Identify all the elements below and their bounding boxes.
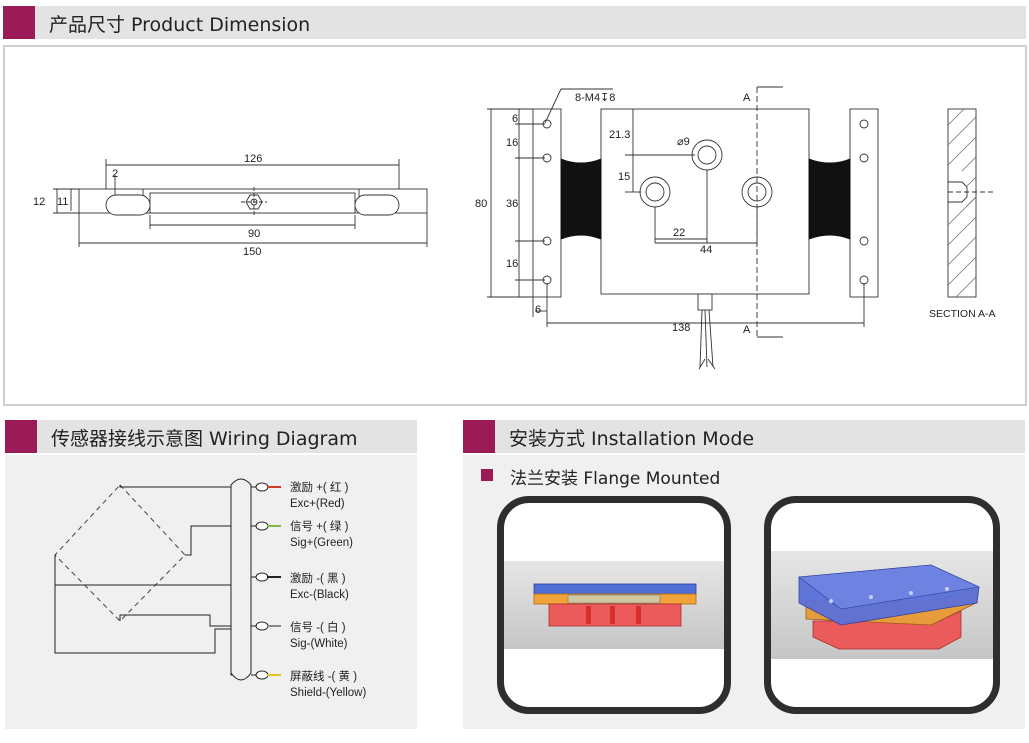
- flange-mount-front-view: [504, 561, 724, 649]
- section-label: SECTION A-A: [929, 308, 996, 320]
- wire-label-cn: 激励 -( 黑 ): [290, 571, 346, 585]
- thread-label: 8-M4↧8: [575, 92, 615, 104]
- header-accent-tab: [3, 6, 35, 39]
- wire-label-en: Exc-(Black): [290, 589, 349, 601]
- section-title: 传感器接线示意图 Wiring Diagram: [51, 428, 358, 450]
- dim-36: 36: [506, 198, 518, 210]
- section-header-install: 安装方式 Installation Mode: [463, 420, 1025, 453]
- install-subtitle-text: 法兰安装 Flange Mounted: [510, 469, 721, 489]
- install-image-card-front: [497, 496, 731, 714]
- section-header-dimension: 产品尺寸 Product Dimension: [3, 6, 1026, 39]
- dim-16-top: 16: [506, 137, 518, 149]
- wire-terminal-icon: [255, 482, 281, 492]
- dim-138: 138: [672, 322, 690, 334]
- wire-label-cn: 激励 +( 红 ): [290, 480, 349, 494]
- wiring-diagram-panel: 激励 +( 红 ) Exc+(Red) 信号 +( 绿 ) Sig+(Green…: [5, 455, 417, 729]
- header-accent-tab: [463, 420, 495, 453]
- dim-12: 12: [33, 196, 45, 208]
- section-mark-top: A: [743, 92, 751, 104]
- dim-phi9: ⌀9: [677, 136, 690, 148]
- dim-126: 126: [244, 153, 262, 165]
- dim-2: 2: [112, 168, 118, 180]
- wire-label-en: Shield-(Yellow): [290, 687, 366, 699]
- wiring-diagram: 激励 +( 红 ) Exc+(Red) 信号 +( 绿 ) Sig+(Green…: [54, 478, 366, 699]
- section-title: 安装方式 Installation Mode: [509, 428, 755, 450]
- wire-label-en: Exc+(Red): [290, 498, 345, 510]
- dim-15: 15: [618, 171, 630, 183]
- dim-6-bottom: 6: [535, 304, 541, 316]
- wire-label-cn: 屏蔽线 -( 黄 ): [290, 669, 357, 683]
- wire-terminals: [255, 482, 281, 680]
- dim-80: 80: [475, 198, 487, 210]
- dimension-drawing-panel: 126 2 12 11 90 150 8-M4↧8 6 16 80 36 16 …: [3, 45, 1027, 406]
- install-image-card-iso: [764, 496, 1000, 714]
- dim-21-3: 21.3: [609, 129, 630, 141]
- wire-label-en: Sig+(Green): [290, 537, 353, 549]
- dim-16-bottom: 16: [506, 258, 518, 270]
- section-header-wiring: 传感器接线示意图 Wiring Diagram: [5, 420, 417, 453]
- wire-terminal-icon: [255, 521, 281, 531]
- dim-150: 150: [243, 246, 261, 258]
- section-title: 产品尺寸 Product Dimension: [49, 14, 311, 36]
- dim-44: 44: [700, 244, 712, 256]
- wire-label-cn: 信号 -( 白 ): [290, 620, 346, 634]
- wire-terminal-icon: [255, 670, 281, 680]
- wire-label-cn: 信号 +( 绿 ): [290, 519, 349, 533]
- section-mark-bottom: A: [743, 324, 751, 336]
- dim-11: 11: [57, 196, 68, 208]
- bullet-square-icon: [481, 469, 493, 481]
- wire-terminal-icon: [255, 621, 281, 631]
- dimension-drawing: 126 2 12 11 90 150 8-M4↧8 6 16 80 36 16 …: [33, 86, 996, 370]
- wire-label-en: Sig-(White): [290, 638, 348, 650]
- flange-mount-iso-view: [771, 551, 993, 659]
- header-accent-tab: [5, 420, 37, 453]
- dim-90: 90: [248, 228, 260, 240]
- wire-terminal-icon: [255, 572, 281, 582]
- dim-22: 22: [673, 227, 685, 239]
- dim-6-top: 6: [512, 113, 518, 125]
